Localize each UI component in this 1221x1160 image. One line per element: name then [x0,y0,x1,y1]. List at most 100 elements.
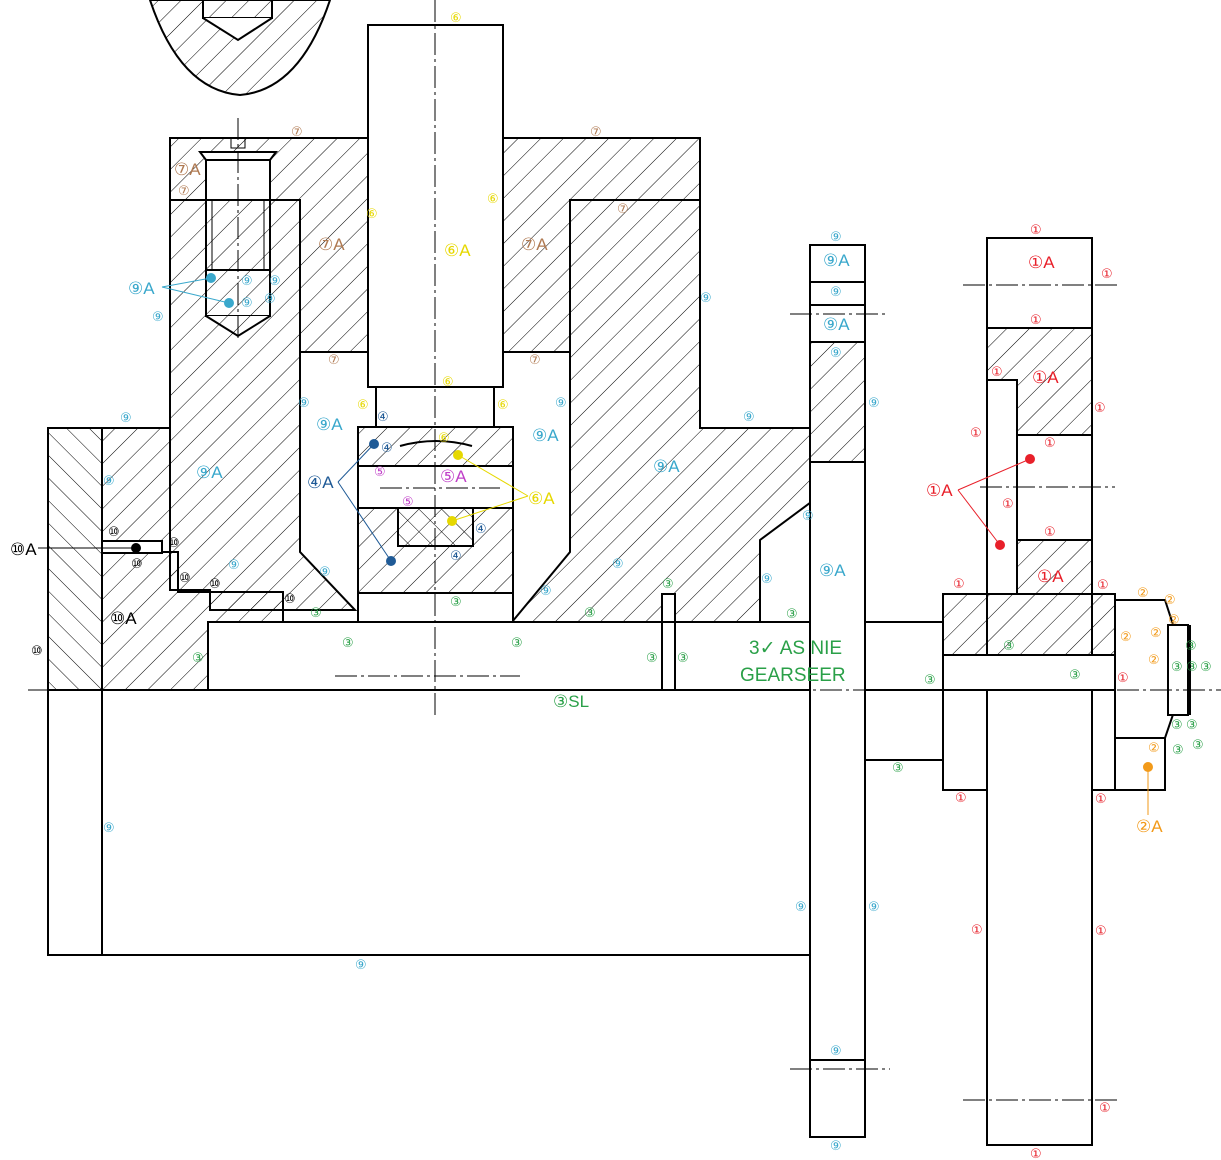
svg-text:③: ③ [1192,738,1204,753]
svg-text:②: ② [1150,626,1162,641]
svg-text:⑦A: ⑦A [318,235,345,254]
svg-text:⑨A: ⑨A [196,463,223,482]
svg-text:③: ③ [192,651,204,666]
svg-text:⑨: ⑨ [795,900,807,915]
label-6a: ⑥A [444,241,471,260]
svg-text:①: ① [1117,671,1129,686]
svg-text:⑩A: ⑩A [110,609,137,628]
svg-text:③: ③ [924,673,936,688]
geometry [28,0,1221,1146]
svg-text:③: ③ [584,606,596,621]
svg-text:⑥: ⑥ [357,398,369,413]
svg-text:⑨: ⑨ [830,346,842,361]
labels: ⑥ ⑥ ⑥ ⑥A ⑥ ⑥ ⑥ ⑥ ⑥A ⑦ ⑦ ⑦A ⑦ ⑦ ⑦A ⑦A ⑦ ⑦… [10,11,1212,1160]
svg-text:②: ② [1164,593,1176,608]
label-4a: ④A [307,473,334,492]
svg-text:④: ④ [475,522,487,537]
gear [942,237,1116,1146]
svg-text:⑨A: ⑨A [653,457,680,476]
svg-text:②: ② [1148,653,1160,668]
svg-text:③: ③ [1003,639,1015,654]
svg-text:⑥: ⑥ [366,207,378,222]
label-9a: ⑨A [128,279,155,298]
svg-text:⑨: ⑨ [319,565,331,580]
svg-text:⑨A: ⑨A [823,315,850,334]
svg-text:①: ① [1097,578,1109,593]
svg-text:①: ① [971,923,983,938]
svg-text:⑦: ⑦ [178,184,190,199]
svg-text:⑨A: ⑨A [823,251,850,270]
svg-text:②: ② [1148,741,1160,756]
svg-text:③: ③ [646,651,658,666]
svg-text:⑩: ⑩ [168,536,180,551]
svg-text:①: ① [1095,792,1107,807]
top-tool [148,0,332,97]
label-3: ③ [662,577,674,592]
svg-text:⑦: ⑦ [617,202,629,217]
svg-text:③: ③ [1186,660,1198,675]
svg-text:⑨: ⑨ [269,274,281,289]
svg-text:③: ③ [1185,639,1197,654]
svg-text:⑥: ⑥ [497,398,509,413]
svg-text:①: ① [1030,313,1042,328]
svg-text:⑨: ⑨ [355,958,367,973]
label-1a: ①A [1028,253,1055,272]
svg-text:⑨: ⑨ [298,396,310,411]
svg-text:①: ① [1030,1147,1042,1160]
svg-text:⑨A: ⑨A [819,561,846,580]
svg-text:①: ① [1002,497,1014,512]
svg-text:⑨: ⑨ [120,411,132,426]
label-1: ① [1030,223,1042,238]
svg-text:①: ① [955,791,967,806]
svg-text:⑨: ⑨ [802,509,814,524]
svg-text:⑦: ⑦ [529,353,541,368]
svg-text:①A: ①A [1037,567,1064,586]
svg-text:①: ① [1044,525,1056,540]
annotation-line1: 3✓ AS NIE [749,638,842,659]
svg-text:①: ① [991,365,1003,380]
svg-text:③: ③ [450,595,462,610]
svg-text:⑨: ⑨ [228,558,240,573]
svg-text:⑨: ⑨ [555,396,567,411]
svg-text:③: ③ [1200,660,1212,675]
svg-text:⑨: ⑨ [868,900,880,915]
svg-text:⑨: ⑨ [868,396,880,411]
svg-text:⑨: ⑨ [743,410,755,425]
svg-text:⑨: ⑨ [830,1139,842,1154]
svg-text:⑦: ⑦ [590,125,602,140]
svg-text:③: ③ [1069,668,1081,683]
svg-text:⑦: ⑦ [328,353,340,368]
svg-text:①: ① [1101,267,1113,282]
base [47,689,811,956]
label-2: ② [1137,586,1149,601]
svg-text:③: ③ [1172,743,1184,758]
svg-text:⑨: ⑨ [830,285,842,300]
svg-text:⑨: ⑨ [540,584,552,599]
label-5: ⑤ [374,465,386,480]
svg-text:③: ③ [892,761,904,776]
sl-label: ③SL [553,692,589,711]
svg-text:①: ① [1095,924,1107,939]
svg-text:③: ③ [310,606,322,621]
svg-text:③: ③ [511,636,523,651]
svg-text:③: ③ [1186,718,1198,733]
svg-text:⑤: ⑤ [402,495,414,510]
svg-text:⑥: ⑥ [438,431,450,446]
label-7a: ⑦A [174,160,201,179]
svg-text:⑨: ⑨ [241,296,253,311]
svg-text:①: ① [1094,401,1106,416]
svg-text:⑨: ⑨ [830,230,842,245]
label-6: ⑥ [450,11,462,26]
svg-text:①A: ①A [926,481,953,500]
svg-text:③: ③ [342,636,354,651]
svg-text:⑨: ⑨ [152,310,164,325]
svg-text:①: ① [1099,1101,1111,1116]
svg-text:①: ① [1044,436,1056,451]
svg-text:③: ③ [1171,718,1183,733]
svg-text:②: ② [1120,630,1132,645]
svg-text:⑩: ⑩ [31,644,43,659]
svg-text:⑨: ⑨ [103,821,115,836]
label-9: ⑨ [241,274,253,289]
svg-text:⑦A: ⑦A [521,235,548,254]
